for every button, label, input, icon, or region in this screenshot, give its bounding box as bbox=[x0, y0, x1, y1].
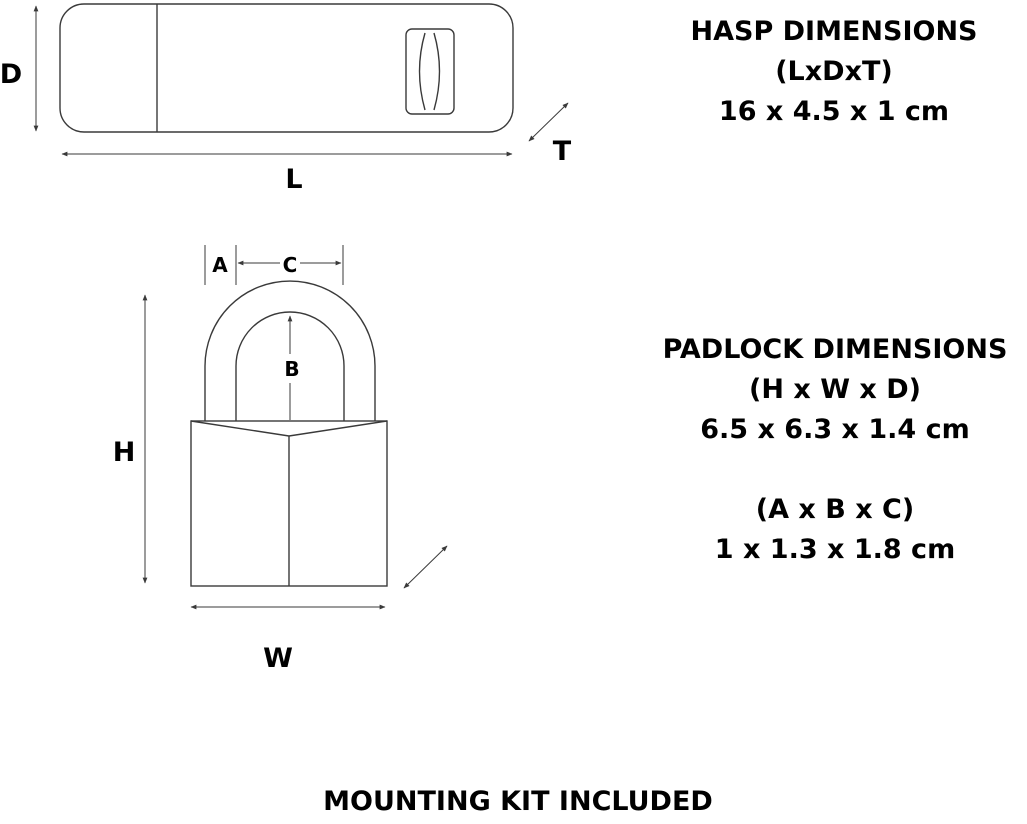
hasp-specs: HASP DIMENSIONS (LxDxT) 16 x 4.5 x 1 cm bbox=[640, 12, 1027, 132]
padlock-shackle bbox=[204, 280, 376, 421]
hasp-label-t: T bbox=[553, 136, 572, 167]
padlock-depth-dimension-line bbox=[403, 545, 448, 589]
padlock-body-facet bbox=[190, 420, 388, 437]
hasp-label-d: D bbox=[0, 59, 22, 90]
hasp-title: HASP DIMENSIONS bbox=[690, 16, 978, 47]
spacer bbox=[636, 450, 1027, 490]
padlock-specs: PADLOCK DIMENSIONS (H x W x D) 6.5 x 6.3… bbox=[636, 330, 1027, 570]
padlock-format: (H x W x D) bbox=[749, 374, 921, 405]
padlock-label-a: A bbox=[212, 253, 228, 277]
padlock-values: 6.5 x 6.3 x 1.4 cm bbox=[700, 414, 970, 445]
shackle-values: 1 x 1.3 x 1.8 cm bbox=[714, 534, 956, 565]
hasp-slot bbox=[405, 28, 455, 115]
padlock-drawing bbox=[142, 245, 448, 610]
hasp-body bbox=[59, 3, 514, 133]
padlock-label-b: B bbox=[284, 357, 299, 381]
mounting-kit-note: MOUNTING KIT INCLUDED bbox=[323, 786, 713, 817]
padlock-label-w: W bbox=[263, 643, 293, 674]
hasp-label-l: L bbox=[285, 164, 302, 195]
hasp-t-dimension-line bbox=[528, 102, 569, 142]
hasp-format: (LxDxT) bbox=[775, 56, 893, 87]
hasp-values: 16 x 4.5 x 1 cm bbox=[718, 96, 950, 127]
padlock-label-h: H bbox=[113, 437, 136, 468]
padlock-title: PADLOCK DIMENSIONS bbox=[662, 334, 1008, 365]
hasp-drawing bbox=[33, 3, 569, 157]
padlock-label-c: C bbox=[283, 253, 298, 277]
shackle-format: (A x B x C) bbox=[755, 494, 915, 525]
hasp-slot-staple bbox=[418, 32, 441, 111]
